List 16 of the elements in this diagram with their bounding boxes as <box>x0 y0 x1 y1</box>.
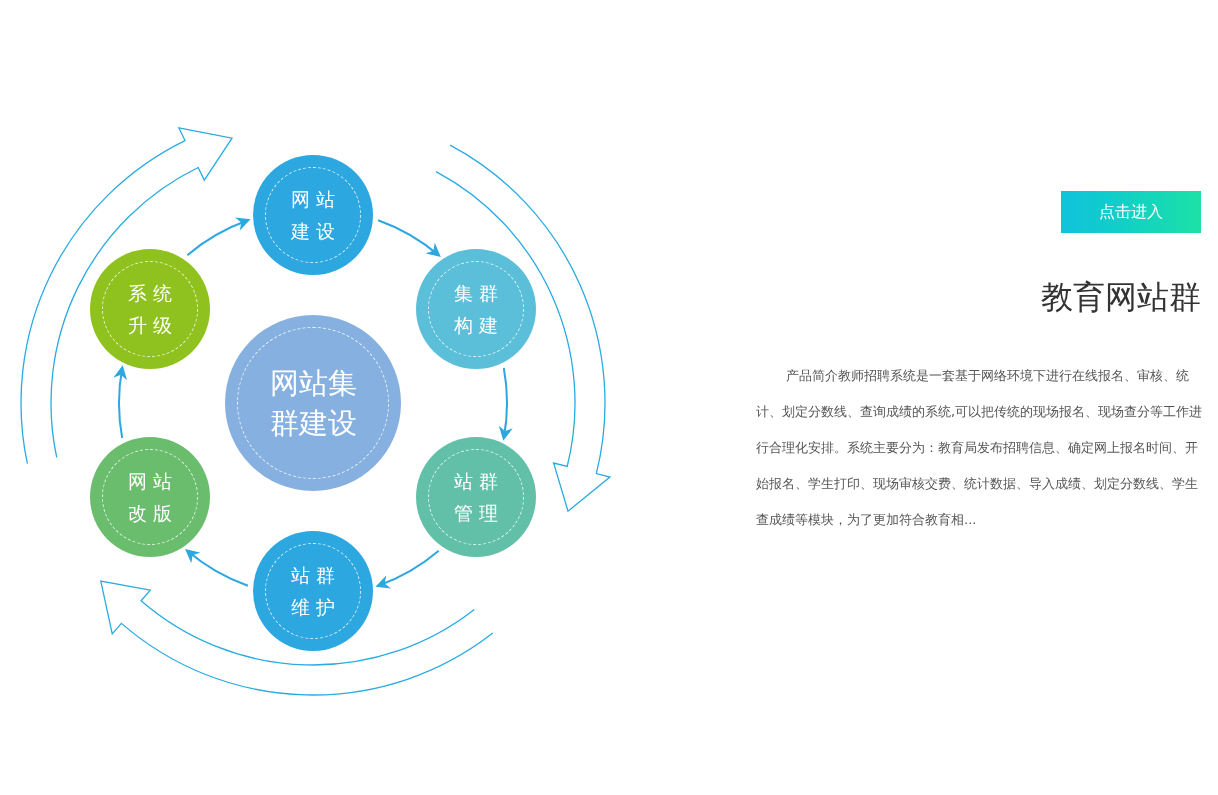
node-label: 网站建设 <box>290 187 342 244</box>
arrow <box>185 549 249 587</box>
node-label: 集群构建 <box>452 281 505 338</box>
node-label: 网站改版 <box>127 469 180 526</box>
description-paragraph: 产品简介教师招聘系统是一套基于网络环境下进行在线报名、审核、统计、划定分数线、查询成绩的系统,可以把传统的现场报名、现场查分等工作进行合理化安排。系统主要分为：教育局发布招聘信息、确定网上报名时间、开始报名、学生打印、现场审核交费、统计数据、导入成绩、划定分数线、学生查成绩等模块，为了更加符合教育相... <box>756 367 1204 529</box>
arrow <box>186 218 251 257</box>
node-label: 系统升级 <box>127 281 180 338</box>
arrow <box>498 367 513 441</box>
node-label: 站群管理 <box>452 469 505 526</box>
arrow <box>375 549 440 588</box>
arrow <box>113 365 128 439</box>
enter-button: 点击进入 <box>1061 191 1201 233</box>
title: 教育网站群 <box>1041 277 1201 318</box>
arrow <box>377 219 441 257</box>
node-label: 网站集群建设 <box>269 365 357 442</box>
node-label: 站群维护 <box>290 563 342 620</box>
